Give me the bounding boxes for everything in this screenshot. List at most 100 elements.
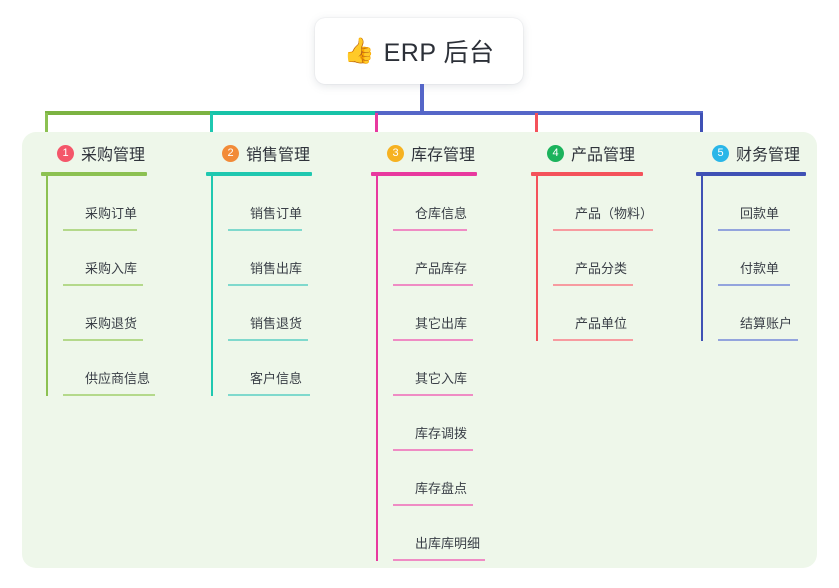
branch-item-rule xyxy=(228,339,308,341)
branch-item-label: 其它出库 xyxy=(415,316,468,331)
branch-item-rule xyxy=(63,394,155,396)
branch-item[interactable]: 其它出库 xyxy=(393,286,521,341)
branch-items: 销售订单销售出库销售退货客户信息 xyxy=(206,176,356,396)
branch-item-rule xyxy=(228,229,302,231)
branch-item[interactable]: 采购退货 xyxy=(63,286,191,341)
branch-spine xyxy=(536,176,538,341)
branch-item[interactable]: 产品库存 xyxy=(393,231,521,286)
bus-segment-green xyxy=(45,111,213,115)
branch-item-label: 销售订单 xyxy=(250,206,303,221)
branch-item[interactable]: 其它入库 xyxy=(393,341,521,396)
branch-number-badge: 3 xyxy=(387,144,404,162)
branch-item[interactable]: 出库库明细 xyxy=(393,506,521,561)
branch-item[interactable]: 销售订单 xyxy=(228,176,356,231)
branch-item[interactable]: 客户信息 xyxy=(228,341,356,396)
branch-item-rule xyxy=(393,504,473,506)
branch-number-badge: 1 xyxy=(57,144,74,162)
branch-header-rule xyxy=(371,172,477,176)
branch-item[interactable]: 产品分类 xyxy=(553,231,681,286)
branch-drop-connector-5 xyxy=(700,113,703,141)
branch-item-rule xyxy=(393,229,467,231)
branch-item[interactable]: 供应商信息 xyxy=(63,341,191,396)
branch-item-label: 出库库明细 xyxy=(415,536,481,551)
branch-item-label: 采购退货 xyxy=(85,316,138,331)
branch-item-rule xyxy=(393,284,473,286)
branch-item-label: 回款单 xyxy=(740,206,780,221)
branch-item[interactable]: 付款单 xyxy=(718,231,839,286)
branch-item-label: 产品（物料） xyxy=(575,206,654,221)
branch-item-label: 销售出库 xyxy=(250,261,303,276)
branch-title: 财务管理 xyxy=(736,147,801,164)
branch-item-rule xyxy=(393,449,473,451)
branch-item-rule xyxy=(393,339,473,341)
branch-item-rule xyxy=(228,394,310,396)
branch-spine xyxy=(701,176,703,341)
branch-header-rule xyxy=(531,172,643,176)
branch-item[interactable]: 产品单位 xyxy=(553,286,681,341)
root-title: ERP 后台 xyxy=(383,39,495,67)
branch-header-rule xyxy=(696,172,806,176)
branch-item-rule xyxy=(393,559,485,561)
branch-item-label: 仓库信息 xyxy=(415,206,468,221)
branch-item-label: 付款单 xyxy=(740,261,780,276)
branch-item-label: 销售退货 xyxy=(250,316,303,331)
branch-drop-connector-1 xyxy=(45,113,48,141)
branch-item[interactable]: 回款单 xyxy=(718,176,839,231)
branch-item-rule xyxy=(63,284,143,286)
branch-items: 采购订单采购入库采购退货供应商信息 xyxy=(41,176,191,396)
branch-drop-connector-2 xyxy=(210,113,213,141)
branch-item[interactable]: 产品（物料） xyxy=(553,176,681,231)
branch-item[interactable]: 库存调拨 xyxy=(393,396,521,451)
branch-title: 销售管理 xyxy=(246,147,311,164)
branch-item[interactable]: 销售出库 xyxy=(228,231,356,286)
branch-column-1: 1 采购管理采购订单采购入库采购退货供应商信息 xyxy=(41,140,191,396)
branch-number-badge: 5 xyxy=(712,144,729,162)
branch-item[interactable]: 采购订单 xyxy=(63,176,191,231)
branch-items: 产品（物料） 产品分类产品单位 xyxy=(531,176,681,341)
branch-item-label: 采购入库 xyxy=(85,261,138,276)
branch-item-label: 产品库存 xyxy=(415,261,468,276)
branch-header-5[interactable]: 5 财务管理 xyxy=(696,140,839,166)
branch-item[interactable]: 仓库信息 xyxy=(393,176,521,231)
branch-item-label: 采购订单 xyxy=(85,206,138,221)
branch-item-rule xyxy=(718,339,798,341)
branch-item-label: 产品单位 xyxy=(575,316,628,331)
branch-number-badge: 2 xyxy=(222,144,239,162)
branch-item-label: 产品分类 xyxy=(575,261,628,276)
bus-segment-blue xyxy=(375,111,703,115)
branch-header-2[interactable]: 2 销售管理 xyxy=(206,140,356,166)
branch-header-rule xyxy=(41,172,147,176)
root-connector xyxy=(420,84,424,114)
branch-item-rule xyxy=(718,284,790,286)
branch-number-badge: 4 xyxy=(547,144,564,162)
branch-column-5: 5 财务管理回款单付款单结算账户 xyxy=(696,140,839,341)
branch-item[interactable]: 销售退货 xyxy=(228,286,356,341)
branch-item-rule xyxy=(718,229,790,231)
branch-item-rule xyxy=(63,229,137,231)
branch-item-label: 供应商信息 xyxy=(85,371,151,386)
branch-item-rule xyxy=(228,284,308,286)
branch-spine xyxy=(376,176,378,561)
bus-segment-teal xyxy=(210,111,378,115)
branch-header-rule xyxy=(206,172,312,176)
branch-item[interactable]: 采购入库 xyxy=(63,231,191,286)
branch-column-2: 2 销售管理销售订单销售出库销售退货客户信息 xyxy=(206,140,356,396)
branch-item-label: 库存调拨 xyxy=(415,426,468,441)
branch-item-rule xyxy=(393,394,473,396)
branch-item-rule xyxy=(553,284,633,286)
root-node[interactable]: 👍 ERP 后台 xyxy=(315,18,523,84)
branch-item-label: 其它入库 xyxy=(415,371,468,386)
branch-item-rule xyxy=(63,339,143,341)
branch-title: 采购管理 xyxy=(81,147,146,164)
branch-item-rule xyxy=(553,229,653,231)
branch-item[interactable]: 库存盘点 xyxy=(393,451,521,506)
branch-item[interactable]: 结算账户 xyxy=(718,286,839,341)
branch-items: 仓库信息产品库存其它出库其它入库库存调拨库存盘点出库库明细 xyxy=(371,176,521,561)
branch-item-label: 库存盘点 xyxy=(415,481,468,496)
branch-header-1[interactable]: 1 采购管理 xyxy=(41,140,191,166)
